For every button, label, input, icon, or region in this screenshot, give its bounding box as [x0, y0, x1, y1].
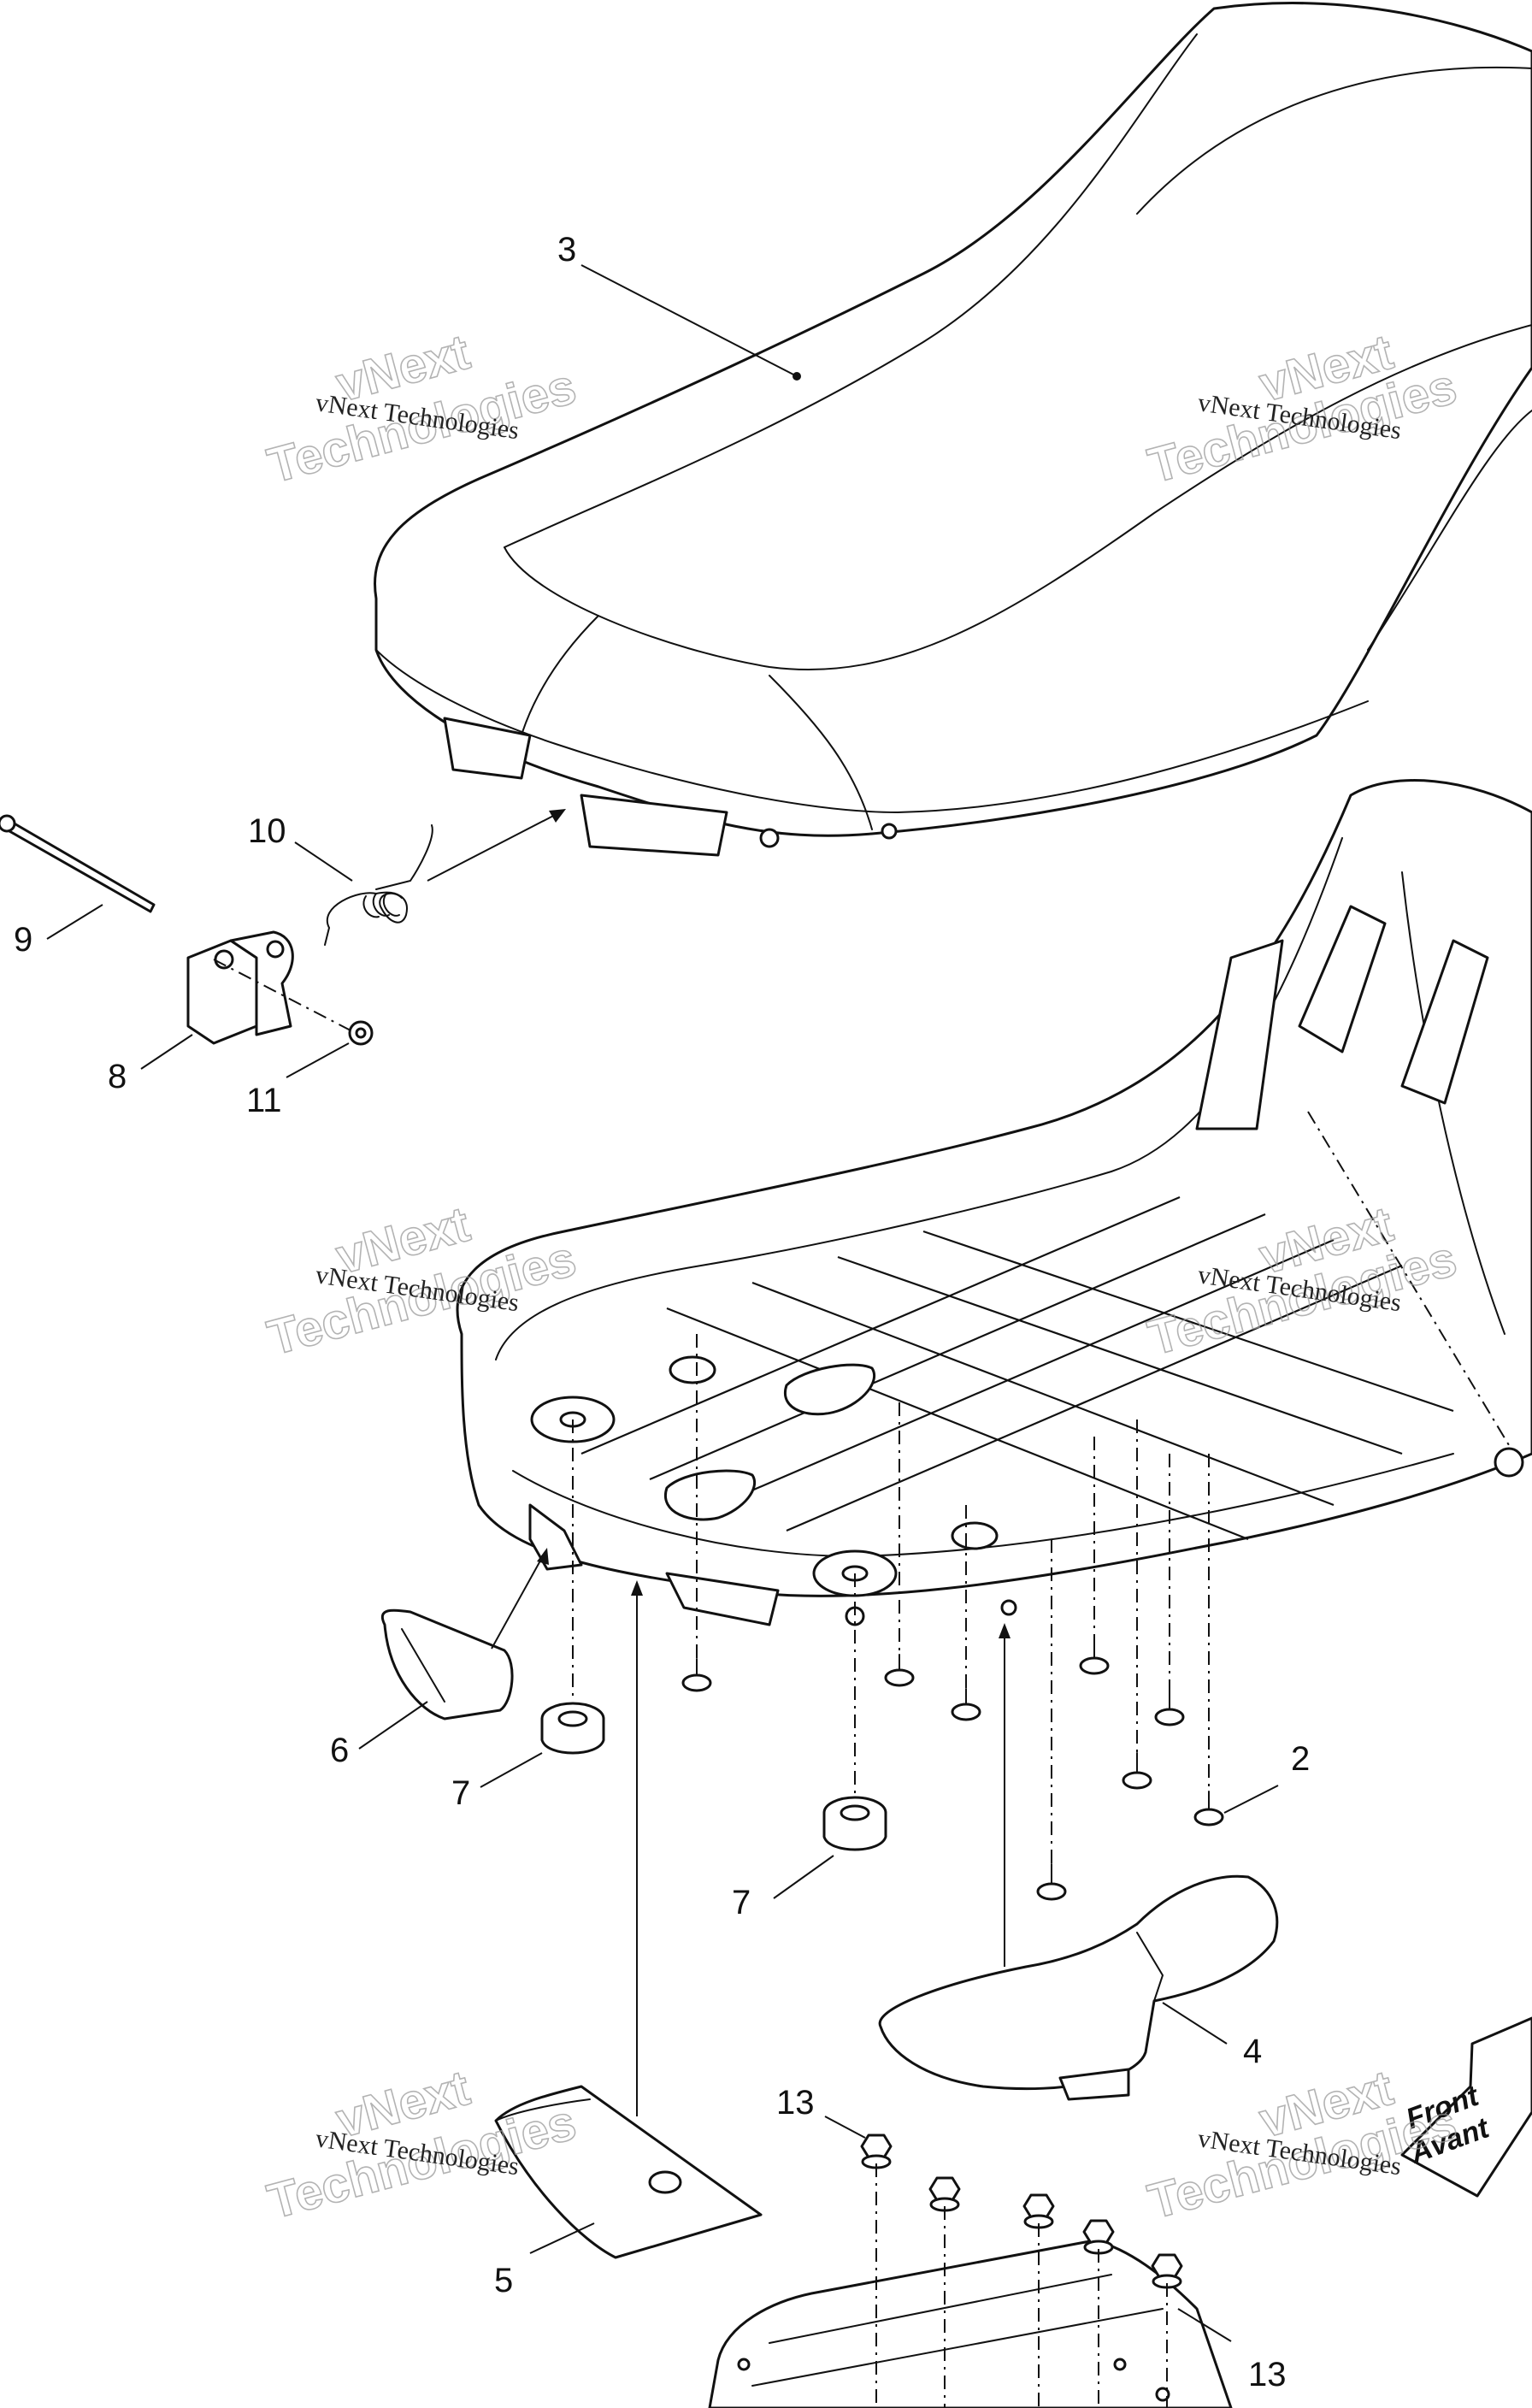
- grommet-part-7-left: [540, 1702, 605, 1755]
- rear-guard-part-4: [878, 1874, 1279, 2101]
- front-guard-part-5: [494, 2085, 763, 2259]
- callout-4: 4: [1243, 2033, 1262, 2070]
- front-cap-part-6: [381, 1608, 514, 1720]
- assembly-arrows: [427, 809, 1011, 2116]
- callout-13-top: 13: [776, 2084, 815, 2122]
- latch-bracket: [186, 930, 294, 1045]
- callout-6: 6: [330, 1732, 349, 1769]
- assembly-centerlines: [213, 959, 1510, 2408]
- callout-leaders: [46, 264, 1279, 2342]
- washer: [348, 1020, 374, 1046]
- callout-10: 10: [248, 812, 286, 850]
- latch-rod: [0, 814, 156, 913]
- callout-3: 3: [557, 231, 576, 269]
- callout-8: 8: [108, 1058, 127, 1095]
- latch-spring: [324, 824, 433, 946]
- watermark-bottom-right: vNext Technologies vNext Technologies: [1142, 2059, 1463, 2230]
- seat-base-pan: [456, 779, 1532, 1626]
- callout-11: 11: [246, 1082, 282, 1119]
- watermark-bottom-left: vNext Technologies vNext Technologies: [262, 2059, 582, 2230]
- callout-13-bottom: 13: [1248, 2356, 1287, 2393]
- grommet-part-7-center: [822, 1796, 887, 1851]
- pins-part-2: [681, 1641, 1224, 1901]
- flange-nuts-part-13: [860, 2134, 1183, 2289]
- callout-2: 2: [1291, 1740, 1310, 1778]
- seat-cushion: [374, 2, 1532, 857]
- callout-5: 5: [494, 2262, 513, 2299]
- callout-9: 9: [14, 921, 32, 959]
- callout-labels: 3 10 9 8 11 6 7 7 2 4 5 13 13: [14, 231, 1310, 2393]
- callout-7-center: 7: [732, 1884, 751, 1921]
- callout-7-left: 7: [451, 1774, 470, 1812]
- skid-plate: [708, 2239, 1233, 2408]
